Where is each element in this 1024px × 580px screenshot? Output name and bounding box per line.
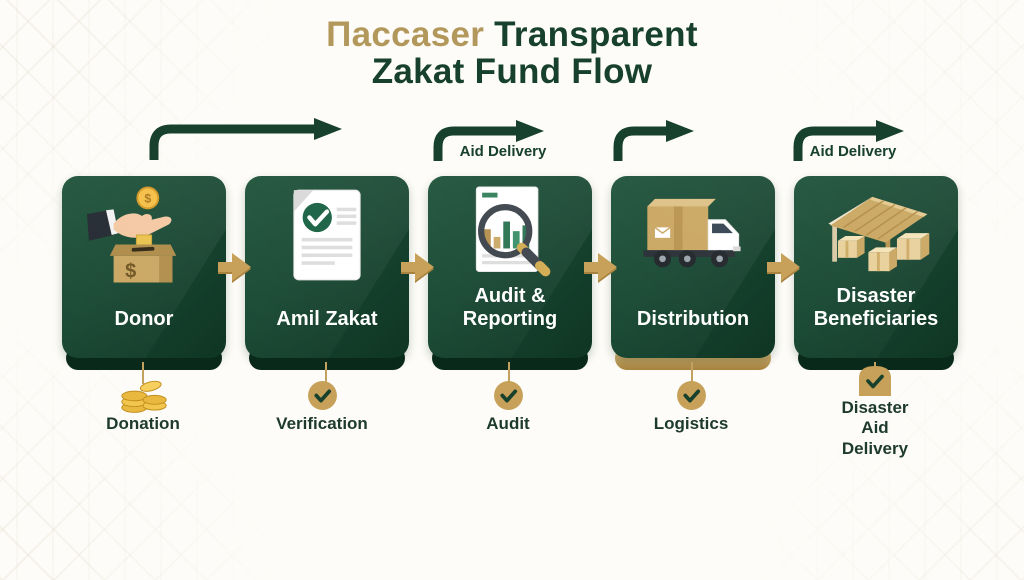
gold-arrow-connector-2: [401, 253, 434, 283]
sub-label-audit: Audit: [486, 414, 530, 433]
svg-text:$: $: [144, 192, 151, 206]
card-face: Amil Zakat: [245, 176, 409, 358]
delivery-truck-icon: [643, 198, 741, 268]
aid-delivery-label-1: Aid Delivery: [459, 143, 547, 160]
stage-card-amil-zakat: Amil Zakat: [245, 176, 409, 370]
gold-coins-stack-icon: [121, 380, 167, 413]
gold-arrow-connector-3: [584, 253, 617, 283]
stage-title: Audit & Reporting: [462, 285, 558, 330]
page-title: Пaccaser Transparent Zakat Fund Flow: [0, 16, 1024, 90]
flow-arrow-1: [149, 118, 342, 160]
check-circle-icon: [308, 381, 337, 410]
connector-line: [508, 362, 510, 384]
aid-delivery-label-2: Aid Delivery: [809, 143, 897, 160]
title-line-1: Пaccaser Transparent: [0, 16, 1024, 53]
title-line-1-text: Transparent: [494, 15, 698, 54]
card-face: Distribution: [611, 176, 775, 358]
bar-chart-magnifier-icon: [475, 186, 551, 277]
verified-document-icon: [293, 189, 361, 281]
stage-title: Amil Zakat: [276, 307, 378, 330]
hand-giving-coin-donation-box-icon: $ $: [87, 186, 177, 283]
stage-title: Donor: [114, 307, 174, 330]
stage-card-distribution: Distribution: [611, 176, 775, 370]
connector-line: [142, 362, 144, 384]
svg-text:$: $: [125, 261, 136, 283]
flow-arrow-3: [613, 120, 694, 161]
sub-label-donation: Donation: [106, 414, 180, 433]
card-face: Disaster Beneficiaries: [794, 176, 958, 358]
gold-arrow-connector-4: [767, 253, 800, 283]
card-face: Audit & Reporting: [428, 176, 592, 358]
sub-label-disaster-aid-delivery: Disaster Aid Delivery: [841, 398, 909, 458]
sub-label-verification: Verification: [276, 414, 368, 433]
stage-card-donor: $ $ Donor: [62, 176, 226, 370]
check-circle-icon: [494, 381, 523, 410]
stage-card-disaster-beneficiaries: Disaster Beneficiaries: [794, 176, 958, 370]
connector-line: [691, 362, 693, 384]
stage-card-audit-reporting: Audit & Reporting: [428, 176, 592, 370]
flow-arrow-2: [433, 120, 544, 161]
brand-wordmark: Пaccaser: [326, 15, 485, 54]
check-circle-icon: [677, 381, 706, 410]
card-face: $ $ Donor: [62, 176, 226, 358]
title-line-2: Zakat Fund Flow: [371, 52, 653, 92]
shelter-with-boxes-icon: [828, 196, 930, 272]
connector-line: [325, 362, 327, 384]
check-badge-icon: [859, 366, 891, 396]
stage-title: Disaster Beneficiaries: [813, 285, 939, 330]
sub-label-logistics: Logistics: [653, 414, 729, 433]
gold-arrow-connector-1: [218, 253, 251, 283]
flow-arrow-4: [793, 120, 904, 161]
stage-title: Distribution: [636, 307, 750, 330]
